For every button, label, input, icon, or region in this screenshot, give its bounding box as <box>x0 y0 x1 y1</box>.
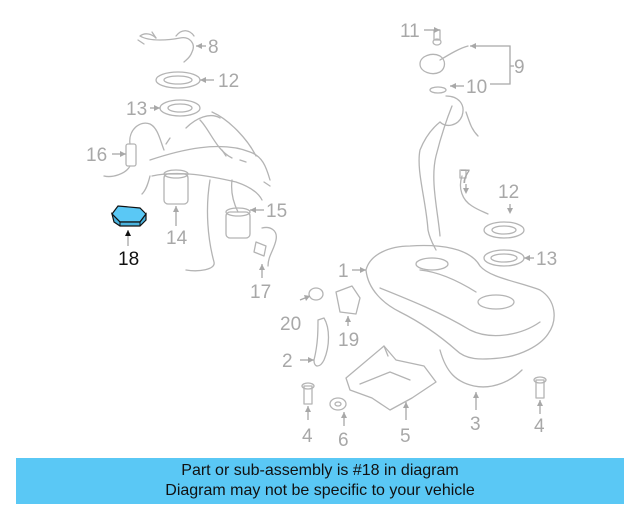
callout-11: 11 <box>400 21 420 42</box>
parts-diagram: 8 12 13 16 14 15 17 18 11 9 10 7 12 13 1… <box>86 21 557 451</box>
banner-line-2: Diagram may not be specific to your vehi… <box>165 482 475 499</box>
callout-9: 9 <box>514 57 525 78</box>
callout-2: 2 <box>282 351 293 372</box>
callout-6: 6 <box>338 430 349 451</box>
part-16-sender <box>103 122 165 178</box>
part-20-cap <box>308 287 324 301</box>
callout-16: 16 <box>86 145 107 166</box>
part-18-bracket <box>110 205 147 227</box>
part-3-strap <box>439 349 523 388</box>
banner-line-1: Part or sub-assembly is #18 in diagram <box>181 462 459 479</box>
callout-1: 1 <box>338 261 349 282</box>
callout-8: 8 <box>208 37 219 58</box>
callout-17: 17 <box>250 282 271 303</box>
callout-13-left: 13 <box>126 99 147 120</box>
part-12-lock-ring-left <box>155 71 201 89</box>
callout-20: 20 <box>280 314 301 335</box>
part-12-lock-ring-right <box>483 221 525 239</box>
part-9-filler-cap <box>419 45 469 94</box>
callout-4-right: 4 <box>534 416 545 437</box>
callout-13-right: 13 <box>536 249 557 270</box>
part-17-clip <box>253 226 277 267</box>
part-5-heat-shield <box>345 345 437 411</box>
callout-14: 14 <box>166 228 188 249</box>
callout-3: 3 <box>470 414 481 435</box>
part-4-bolt-left <box>301 382 315 405</box>
callout-4-left: 4 <box>302 426 313 447</box>
part-info-banner: Part or sub-assembly is #18 in diagram D… <box>16 458 624 504</box>
callout-labels: 8 12 13 16 14 15 17 18 11 9 10 7 12 13 1… <box>86 21 557 451</box>
callout-18: 18 <box>118 249 139 270</box>
callout-19: 19 <box>338 330 359 351</box>
callout-12-right: 12 <box>498 182 519 203</box>
part-filler-neck <box>418 95 479 251</box>
part-1-fuel-tank <box>365 244 555 360</box>
part-2-strap <box>313 317 330 367</box>
part-13-gasket-right <box>483 249 525 267</box>
leader-lines <box>112 27 543 426</box>
part-6-nut <box>329 397 347 411</box>
callout-5: 5 <box>400 426 411 447</box>
callout-15: 15 <box>266 201 287 222</box>
callout-12-left: 12 <box>218 71 239 92</box>
part-19-bracket <box>335 285 361 315</box>
part-14-15-pump-assembly <box>141 111 271 272</box>
callout-7: 7 <box>460 167 471 188</box>
part-4-bolt-right <box>533 376 547 399</box>
callout-10: 10 <box>466 77 487 98</box>
part-8-harness <box>137 30 195 63</box>
part-7-hose <box>459 169 489 215</box>
part-13-gasket-left <box>159 99 201 117</box>
